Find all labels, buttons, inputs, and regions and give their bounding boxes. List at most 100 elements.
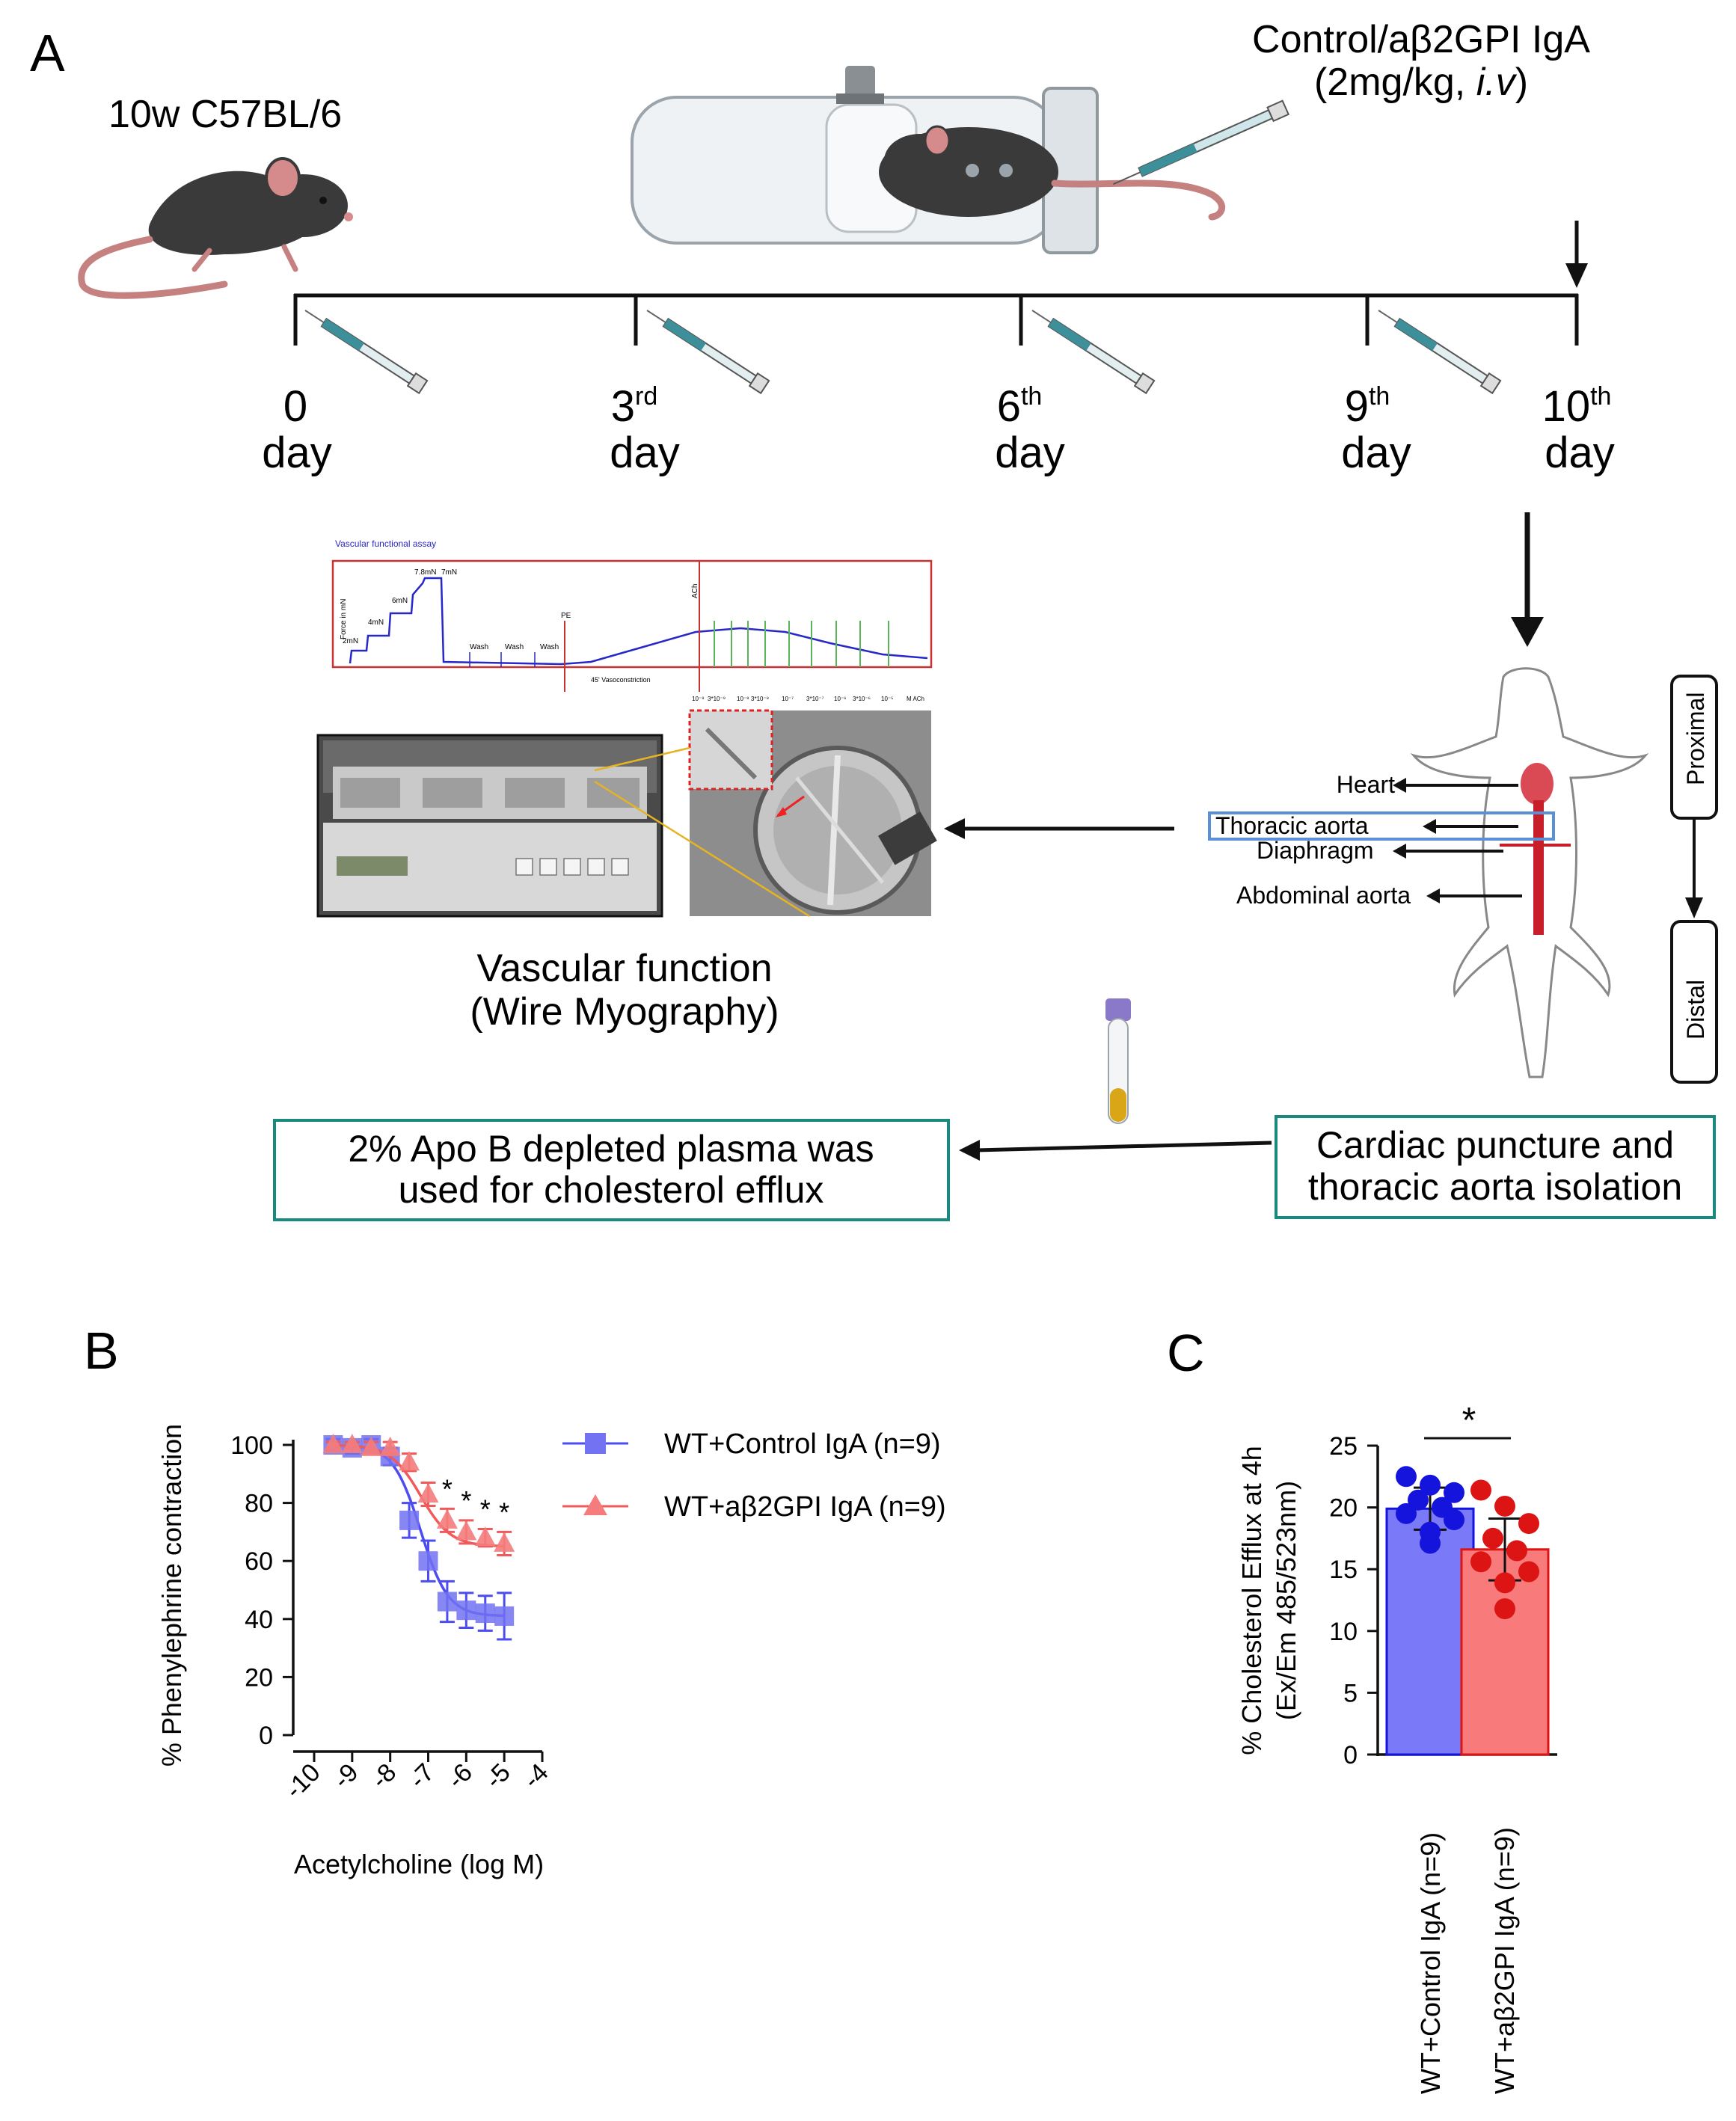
distal-label: Distal [1682,980,1709,1040]
wash-1: Wash [470,643,488,651]
x-tick-label: -9 [328,1758,364,1794]
chart-c-y-label-2: (Ex/Em 485/523nm) [1271,1481,1301,1720]
trace-y-axis-label: Force in mN [340,599,348,639]
cardiac-box-line-2: thoracic aorta isolation [1308,1166,1682,1208]
x-tick-label: -8 [366,1758,402,1794]
day-6-number: 6th [997,382,1043,431]
step-6mn: 6mN [392,597,408,605]
legend-agpi-marker [583,1494,607,1515]
dose-labels: 10⁻⁹ 3*10⁻⁹ 10⁻⁸ 3*10⁻⁸ 10⁻⁷ 3*10⁻⁷ 10⁻⁶… [692,696,924,702]
day-9-number: 9th [1345,382,1390,431]
legend-control-label: WT+Control IgA (n=9) [664,1428,941,1460]
data-point [1494,1598,1515,1620]
step-2mn: 2mN [343,637,358,645]
data-point [1470,1479,1491,1501]
data-point [1470,1551,1491,1573]
ach-label: ACh [691,584,699,598]
dose-2: 10⁻⁸ [737,696,749,702]
fit-curve-control [333,1443,505,1618]
chart-b-y-label: % Phenylephrine contraction [156,1424,187,1767]
chart-b-series [322,1434,515,1641]
data-point [1396,1466,1417,1488]
x-tick-label: -4 [518,1758,553,1794]
aorta-illustration [1500,763,1571,935]
vascular-function-caption: Vascular function [476,947,772,990]
syringe-icons [304,310,1502,395]
step-4mn: 4mN [368,619,384,627]
vasoconstriction-label: 45' Vasoconstriction [591,676,651,684]
restrainer-illustration [631,66,1290,254]
legend-control-marker [585,1433,606,1454]
arrow-from-anatomy [944,818,1174,839]
data-point-agpi [417,1482,439,1502]
data-point-control [456,1600,476,1621]
timeline-end-arrow [1565,221,1588,288]
wash-3: Wash [540,643,559,651]
pe-label: PE [561,612,571,620]
cardiac-puncture-box: Cardiac puncture and thoracic aorta isol… [1275,1115,1716,1219]
data-point [1444,1509,1464,1531]
force-trace-chart: Vascular functional assay Force in mN 2m… [331,538,933,702]
panel-label-b: B [84,1322,119,1380]
data-point [1444,1482,1464,1503]
y-tick-label: 25 [1329,1432,1358,1461]
data-point [1420,1532,1441,1554]
day-3-number: 3rd [611,382,658,431]
proximal-label: Proximal [1682,693,1709,785]
y-tick-label: 20 [245,1663,273,1692]
efflux-arrow [959,1140,1272,1161]
mouse-strain-label: 10w C57BL/6 [108,93,342,136]
trace-title: Vascular functional assay [335,538,436,549]
day-10-word: day [1545,429,1615,477]
chart-c-category-control: WT+Control IgA (n=9) [1415,1832,1446,2094]
data-point [1518,1513,1539,1535]
step-7-8mn: 7.8mN [414,568,436,577]
wash-2: Wash [505,643,524,651]
efflux-box-line-1: 2% Apo B depleted plasma was [348,1128,874,1170]
data-point-agpi [361,1436,382,1456]
y-tick-label: 0 [1343,1741,1358,1769]
chart-c-bars [1385,1466,1550,1756]
data-point [1494,1495,1515,1517]
anatomy-arrowheads [1393,778,1440,903]
dose-8: 10⁻⁵ [881,696,893,702]
blood-tube-icon [1105,998,1131,1124]
dose-3: 3*10⁻⁸ [751,696,769,702]
panel-label-a: A [30,24,65,82]
data-point-agpi [494,1532,515,1552]
y-tick-label: 0 [259,1722,273,1750]
y-tick-label: 100 [230,1431,273,1460]
legend-agpi-label: WT+aβ2GPI IgA (n=9) [664,1491,946,1523]
chart-c-y-label-1: % Cholesterol Efflux at 4h [1236,1446,1267,1755]
dose-6: 10⁻⁶ [834,696,846,702]
step-7mn: 7mN [441,568,457,577]
day-9-word: day [1341,429,1411,477]
data-point [1506,1540,1527,1562]
injection-dose-label: (2mg/kg, i.v) [1314,61,1528,104]
day-3-word: day [610,429,680,477]
chart-b-legend: WT+Control IgA (n=9) WT+aβ2GPI IgA (n=9) [562,1428,946,1523]
data-point-agpi [474,1526,496,1547]
day-6-word: day [995,429,1065,477]
efflux-box-line-2: used for cholesterol efflux [399,1169,824,1211]
data-point-control [437,1591,457,1612]
photo-connector-lines [594,746,810,918]
y-tick-label: 5 [1343,1679,1358,1707]
data-point-control [418,1551,438,1571]
day-10-number: 10th [1542,382,1612,431]
data-point [1408,1489,1429,1511]
dose-7: 3*10⁻⁶ [853,696,871,702]
significance-star: * [461,1485,471,1516]
y-tick-label: 40 [245,1606,273,1634]
y-tick-label: 15 [1329,1556,1358,1584]
wire-myography-caption: (Wire Myography) [470,990,779,1034]
day-0-word: day [262,429,332,477]
significance-star: * [442,1473,453,1504]
diaphragm-label: Diaphragm [1257,837,1374,864]
data-point-agpi [456,1520,477,1541]
dose-4: 10⁻⁷ [782,696,794,702]
day-labels: 0 day 3rd day 6th day 9th day 10th day [262,382,1615,477]
significance-star: * [480,1494,491,1525]
data-point-agpi [436,1508,458,1529]
